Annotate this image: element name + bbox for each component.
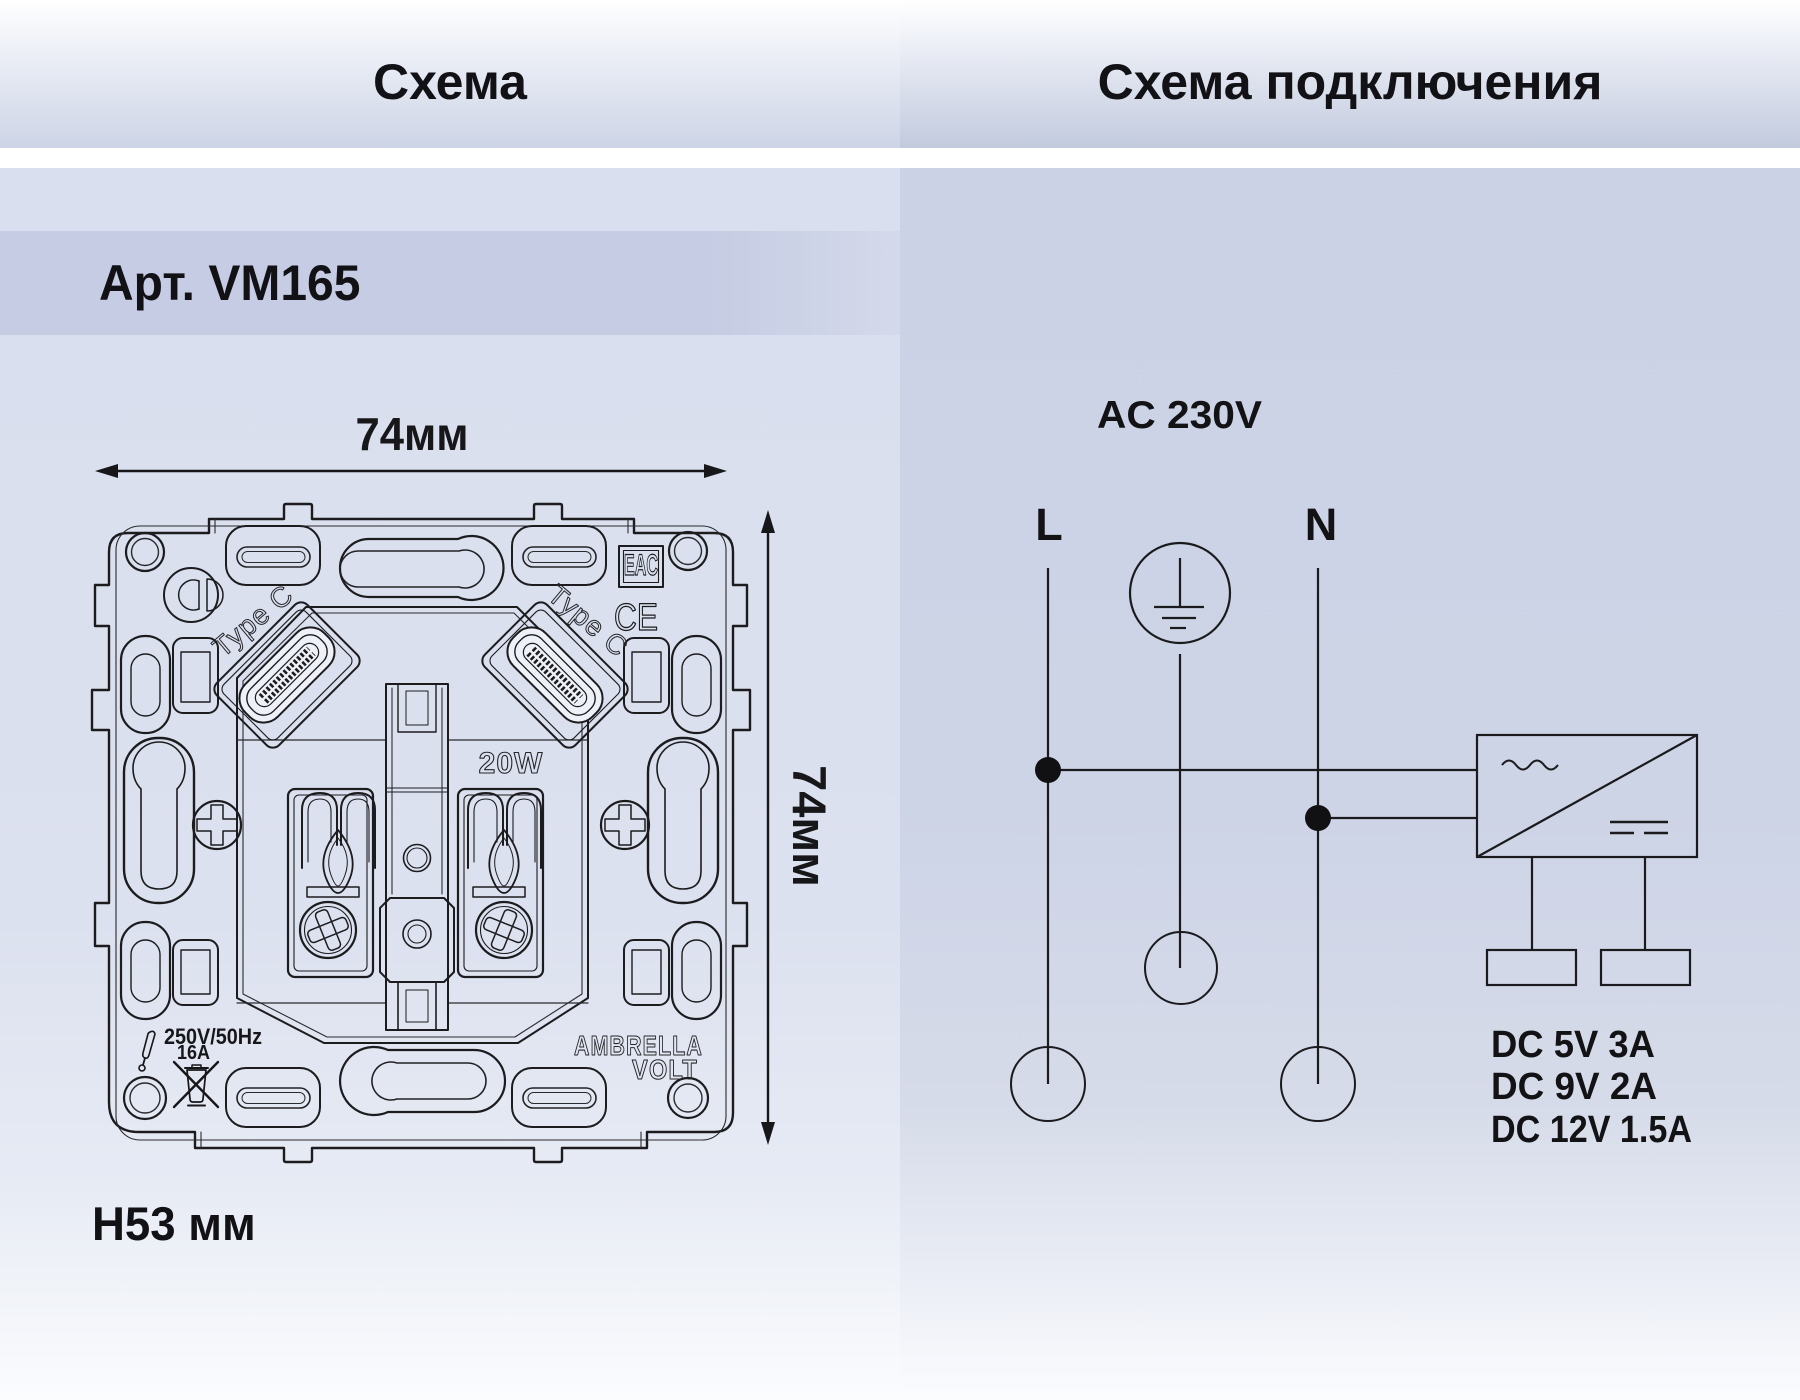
svg-text:DC 5V 3A: DC 5V 3A xyxy=(1491,1024,1655,1066)
svg-text:DC 12V 1.5A: DC 12V 1.5A xyxy=(1491,1109,1692,1151)
svg-text:16A: 16A xyxy=(177,1042,210,1064)
svg-text:AC 230V: AC 230V xyxy=(1097,394,1262,437)
svg-text:250V/50Hz: 250V/50Hz xyxy=(164,1024,262,1049)
svg-text:CE: CE xyxy=(614,597,658,639)
svg-text:DC 9V 2A: DC 9V 2A xyxy=(1491,1066,1657,1108)
svg-text:74мм: 74мм xyxy=(356,408,469,460)
svg-text:EAC: EAC xyxy=(624,549,658,582)
svg-text:20W: 20W xyxy=(479,747,544,780)
svg-text:74мм: 74мм xyxy=(783,765,836,887)
svg-text:AMBRELLA: AMBRELLA xyxy=(574,1030,703,1061)
svg-text:N: N xyxy=(1305,499,1338,550)
svg-text:L: L xyxy=(1035,499,1063,550)
svg-text:VOLT: VOLT xyxy=(632,1054,698,1085)
